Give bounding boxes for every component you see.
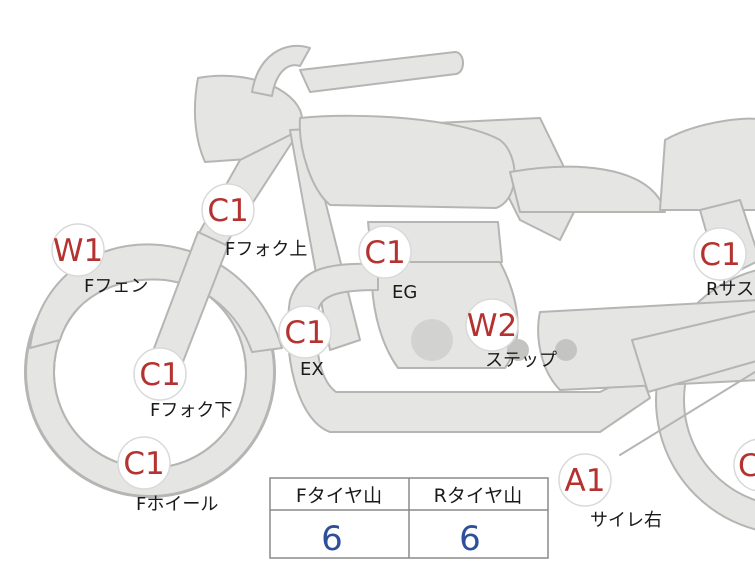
marker-bubble bbox=[558, 453, 612, 507]
rear-swingarm bbox=[631, 310, 755, 393]
marker-bubble bbox=[133, 347, 187, 401]
rear-tread-label: Rタイヤ山 bbox=[434, 485, 523, 507]
marker-f-fork-upper[interactable]: C1 Fフォク上 bbox=[201, 183, 307, 260]
rear-tread-value: 6 bbox=[459, 519, 481, 559]
marker-bubble bbox=[201, 183, 255, 237]
marker-code: W1 bbox=[53, 233, 103, 269]
marker-r-wheel[interactable]: C bbox=[733, 438, 755, 492]
marker-code: C1 bbox=[284, 315, 325, 351]
marker-code: C1 bbox=[207, 193, 248, 229]
engine-cover bbox=[411, 319, 453, 361]
marker-f-fender[interactable]: W1 Fフェン bbox=[51, 223, 148, 297]
marker-bubble bbox=[117, 436, 171, 490]
marker-code: C1 bbox=[364, 235, 405, 271]
fuel-tank bbox=[298, 114, 516, 209]
rear-wheel-band bbox=[657, 271, 755, 529]
marker-exhaust[interactable]: C1 EX bbox=[278, 305, 332, 380]
marker-bubble bbox=[693, 227, 747, 281]
handlebar bbox=[251, 44, 311, 97]
marker-code: W2 bbox=[467, 308, 517, 344]
marker-label: サイレ右 bbox=[590, 510, 662, 531]
marker-code: C1 bbox=[123, 446, 164, 482]
marker-label: Rサス bbox=[706, 279, 754, 300]
marker-r-suspension[interactable]: C1 Rサス bbox=[693, 227, 754, 300]
step-peg-rear bbox=[555, 339, 577, 361]
marker-bubble bbox=[358, 225, 412, 279]
marker-f-wheel[interactable]: C1 Fホイール bbox=[117, 436, 218, 515]
front-tread-value: 6 bbox=[321, 519, 343, 559]
marker-bubble bbox=[51, 223, 105, 277]
muffler-leader-line bbox=[619, 371, 755, 456]
marker-code: C1 bbox=[139, 357, 180, 393]
seat bbox=[509, 165, 666, 213]
marker-step[interactable]: W2 ステップ bbox=[465, 298, 557, 371]
marker-f-fork-lower[interactable]: C1 Fフォク下 bbox=[133, 347, 232, 421]
front-tread-label: Fタイヤ山 bbox=[296, 485, 382, 507]
marker-bubble bbox=[465, 298, 519, 352]
marker-label: EX bbox=[300, 359, 324, 380]
marker-muffler-right[interactable]: A1 サイレ右 bbox=[558, 453, 662, 531]
marker-label: Fホイール bbox=[136, 494, 218, 515]
marker-bubble bbox=[733, 438, 755, 492]
marker-bubble bbox=[278, 305, 332, 359]
step-peg bbox=[507, 339, 529, 361]
marker-label: Fフォク上 bbox=[225, 239, 307, 260]
marker-label: Fフェン bbox=[84, 276, 148, 297]
handlebar-grip bbox=[299, 51, 464, 93]
marker-code: A1 bbox=[565, 463, 606, 499]
marker-engine[interactable]: C1 EG bbox=[358, 225, 417, 303]
marker-label: ステップ bbox=[485, 350, 557, 371]
marker-code: C1 bbox=[699, 237, 740, 273]
marker-label: Fフォク下 bbox=[150, 400, 232, 421]
marker-code: C bbox=[738, 448, 755, 484]
marker-label: EG bbox=[392, 282, 417, 303]
tail-cowl bbox=[659, 117, 755, 211]
tire-tread-table: Fタイヤ山 Rタイヤ山 6 6 bbox=[269, 477, 549, 559]
